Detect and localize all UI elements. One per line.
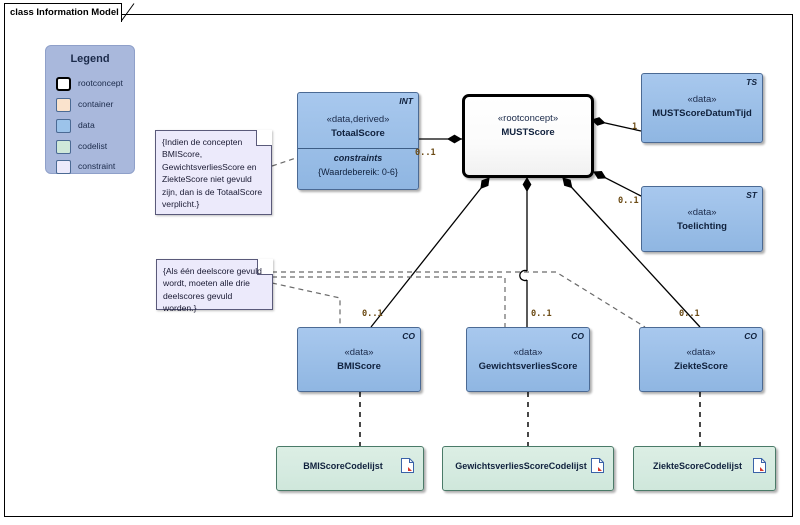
class-totaalscore-constraints-title: constraints <box>333 153 383 163</box>
class-toelichting-tag: ST <box>746 190 757 200</box>
constraint-note-deelscore-text: {Als één deelscore gevuld wordt, moeten … <box>163 266 262 314</box>
class-bmiscore-tag: CO <box>402 331 415 341</box>
legend-title: Legend <box>70 53 110 65</box>
legend-swatch-constraint <box>56 160 71 174</box>
class-mustscoredatumtijd-stereotype: «data» <box>687 94 717 105</box>
constraint-note-totaalscore-text: {Indien de concepten BMIScore, Gewichtsv… <box>162 137 263 210</box>
class-gewichtsverliesscorecodelijst-name: GewichtsverliesScoreCodelijst <box>455 461 587 471</box>
diagram-title-tab: class Information Model <box>4 3 122 22</box>
class-mustscoredatumtijd-tag: TS <box>746 77 757 87</box>
legend-swatch-data <box>56 119 71 133</box>
class-toelichting-stereotype: «data» <box>687 207 717 218</box>
legend-label-data: data <box>78 120 95 130</box>
document-icon <box>753 458 766 473</box>
class-gewichtsverliesscore-tag: CO <box>571 331 584 341</box>
multiplicity-datumtijd: 1 <box>632 122 638 132</box>
class-gewichtsverliesscore[interactable]: CO «data» GewichtsverliesScore <box>466 327 590 392</box>
class-totaalscore-divider <box>298 148 418 149</box>
class-ziektescorecodelijst[interactable]: ZiekteScoreCodelijst <box>633 446 776 491</box>
class-bmiscore-name: BMIScore <box>337 361 381 372</box>
class-toelichting-name: Toelichting <box>677 221 727 232</box>
multiplicity-ziektescore: 0..1 <box>679 309 700 319</box>
class-totaalscore[interactable]: INT «data,derived» TotaalScore constrain… <box>297 92 419 190</box>
legend-label-container: container <box>78 99 114 109</box>
class-mustscoredatumtijd-name: MUSTScoreDatumTijd <box>652 108 752 119</box>
note-fold-icon <box>257 259 273 275</box>
class-mustscoredatumtijd[interactable]: TS «data» MUSTScoreDatumTijd <box>641 73 763 143</box>
class-mustscore-stereotype: «rootconcept» <box>497 113 559 124</box>
class-mustscore[interactable]: «rootconcept» MUSTScore <box>462 94 594 178</box>
class-bmiscore-stereotype: «data» <box>344 347 374 358</box>
class-ziektescore-name: ZiekteScore <box>674 361 728 372</box>
class-bmiscorecodelijst[interactable]: BMIScoreCodelijst <box>276 446 424 491</box>
document-icon <box>401 458 414 473</box>
multiplicity-gewichtsverliesscore: 0..1 <box>531 309 552 319</box>
class-ziektescore-tag: CO <box>744 331 757 341</box>
class-totaalscore-tag: INT <box>399 96 413 106</box>
note-fold-icon <box>256 130 272 146</box>
class-gewichtsverliesscore-name: GewichtsverliesScore <box>478 361 578 372</box>
multiplicity-toelichting: 0..1 <box>618 196 639 206</box>
class-totaalscore-constraints-value: {Waardebereik: 0-6} <box>318 167 398 177</box>
class-ziektescore-stereotype: «data» <box>686 347 716 358</box>
document-icon <box>591 458 604 473</box>
class-totaalscore-name: TotaalScore <box>331 128 385 139</box>
constraint-note-totaalscore: {Indien de concepten BMIScore, Gewichtsv… <box>155 130 272 215</box>
legend-swatch-rootconcept <box>56 77 71 91</box>
class-toelichting[interactable]: ST «data» Toelichting <box>641 186 763 252</box>
legend-swatch-container <box>56 98 71 112</box>
legend-label-rootconcept: rootconcept <box>78 78 123 88</box>
constraint-note-deelscore: {Als één deelscore gevuld wordt, moeten … <box>156 259 273 313</box>
class-gewichtsverliesscorecodelijst[interactable]: GewichtsverliesScoreCodelijst <box>442 446 614 491</box>
class-mustscore-name: MUSTScore <box>501 127 555 138</box>
legend-swatch-codelist <box>56 140 71 154</box>
multiplicity-bmiscore: 0..1 <box>362 309 383 319</box>
legend-label-constraint: constraint <box>78 161 116 171</box>
diagram-title: class Information Model <box>10 7 119 18</box>
class-gewichtsverliesscore-stereotype: «data» <box>513 347 543 358</box>
legend-label-codelist: codelist <box>78 141 108 151</box>
class-ziektescore[interactable]: CO «data» ZiekteScore <box>639 327 763 392</box>
class-ziektescorecodelijst-name: ZiekteScoreCodelijst <box>652 461 743 471</box>
class-bmiscore[interactable]: CO «data» BMIScore <box>297 327 421 392</box>
class-totaalscore-stereotype: «data,derived» <box>326 114 390 125</box>
legend-panel: Legend rootconcept container data codeli… <box>45 45 135 174</box>
multiplicity-totaalscore: 0..1 <box>415 148 436 158</box>
class-bmiscorecodelijst-name: BMIScoreCodelijst <box>303 461 383 471</box>
title-tab-fold-icon <box>121 3 135 22</box>
